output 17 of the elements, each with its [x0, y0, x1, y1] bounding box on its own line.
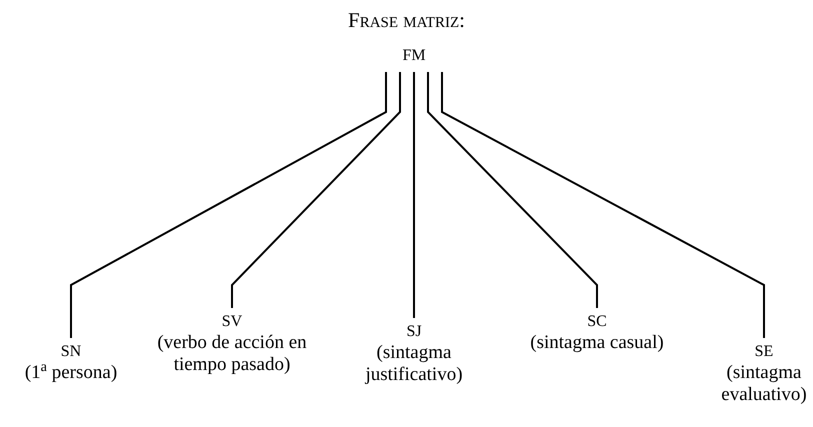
node-code: SE [754, 342, 774, 362]
tree-branch [427, 72, 598, 308]
node-code: SJ [406, 322, 422, 342]
node-description: (1$^{a}$ persona) [24, 362, 118, 384]
node-code: SC [587, 312, 607, 332]
node-description: (sintagma evaluativo) [720, 362, 808, 406]
tree-branch [70, 72, 387, 338]
node-description: (sintagma casual) [530, 332, 664, 354]
tree-branch [441, 72, 765, 338]
tree-branch [231, 72, 401, 308]
node-code: SV [222, 312, 242, 332]
node-description: (sintagma justificativo) [364, 342, 464, 386]
node-code: FM [402, 46, 426, 66]
node-code: SN [60, 342, 82, 362]
diagram-title: Frase matriz: [347, 10, 466, 31]
node-description: (verbo de acción en tiempo pasado) [156, 332, 308, 376]
tree-branch [413, 72, 415, 318]
